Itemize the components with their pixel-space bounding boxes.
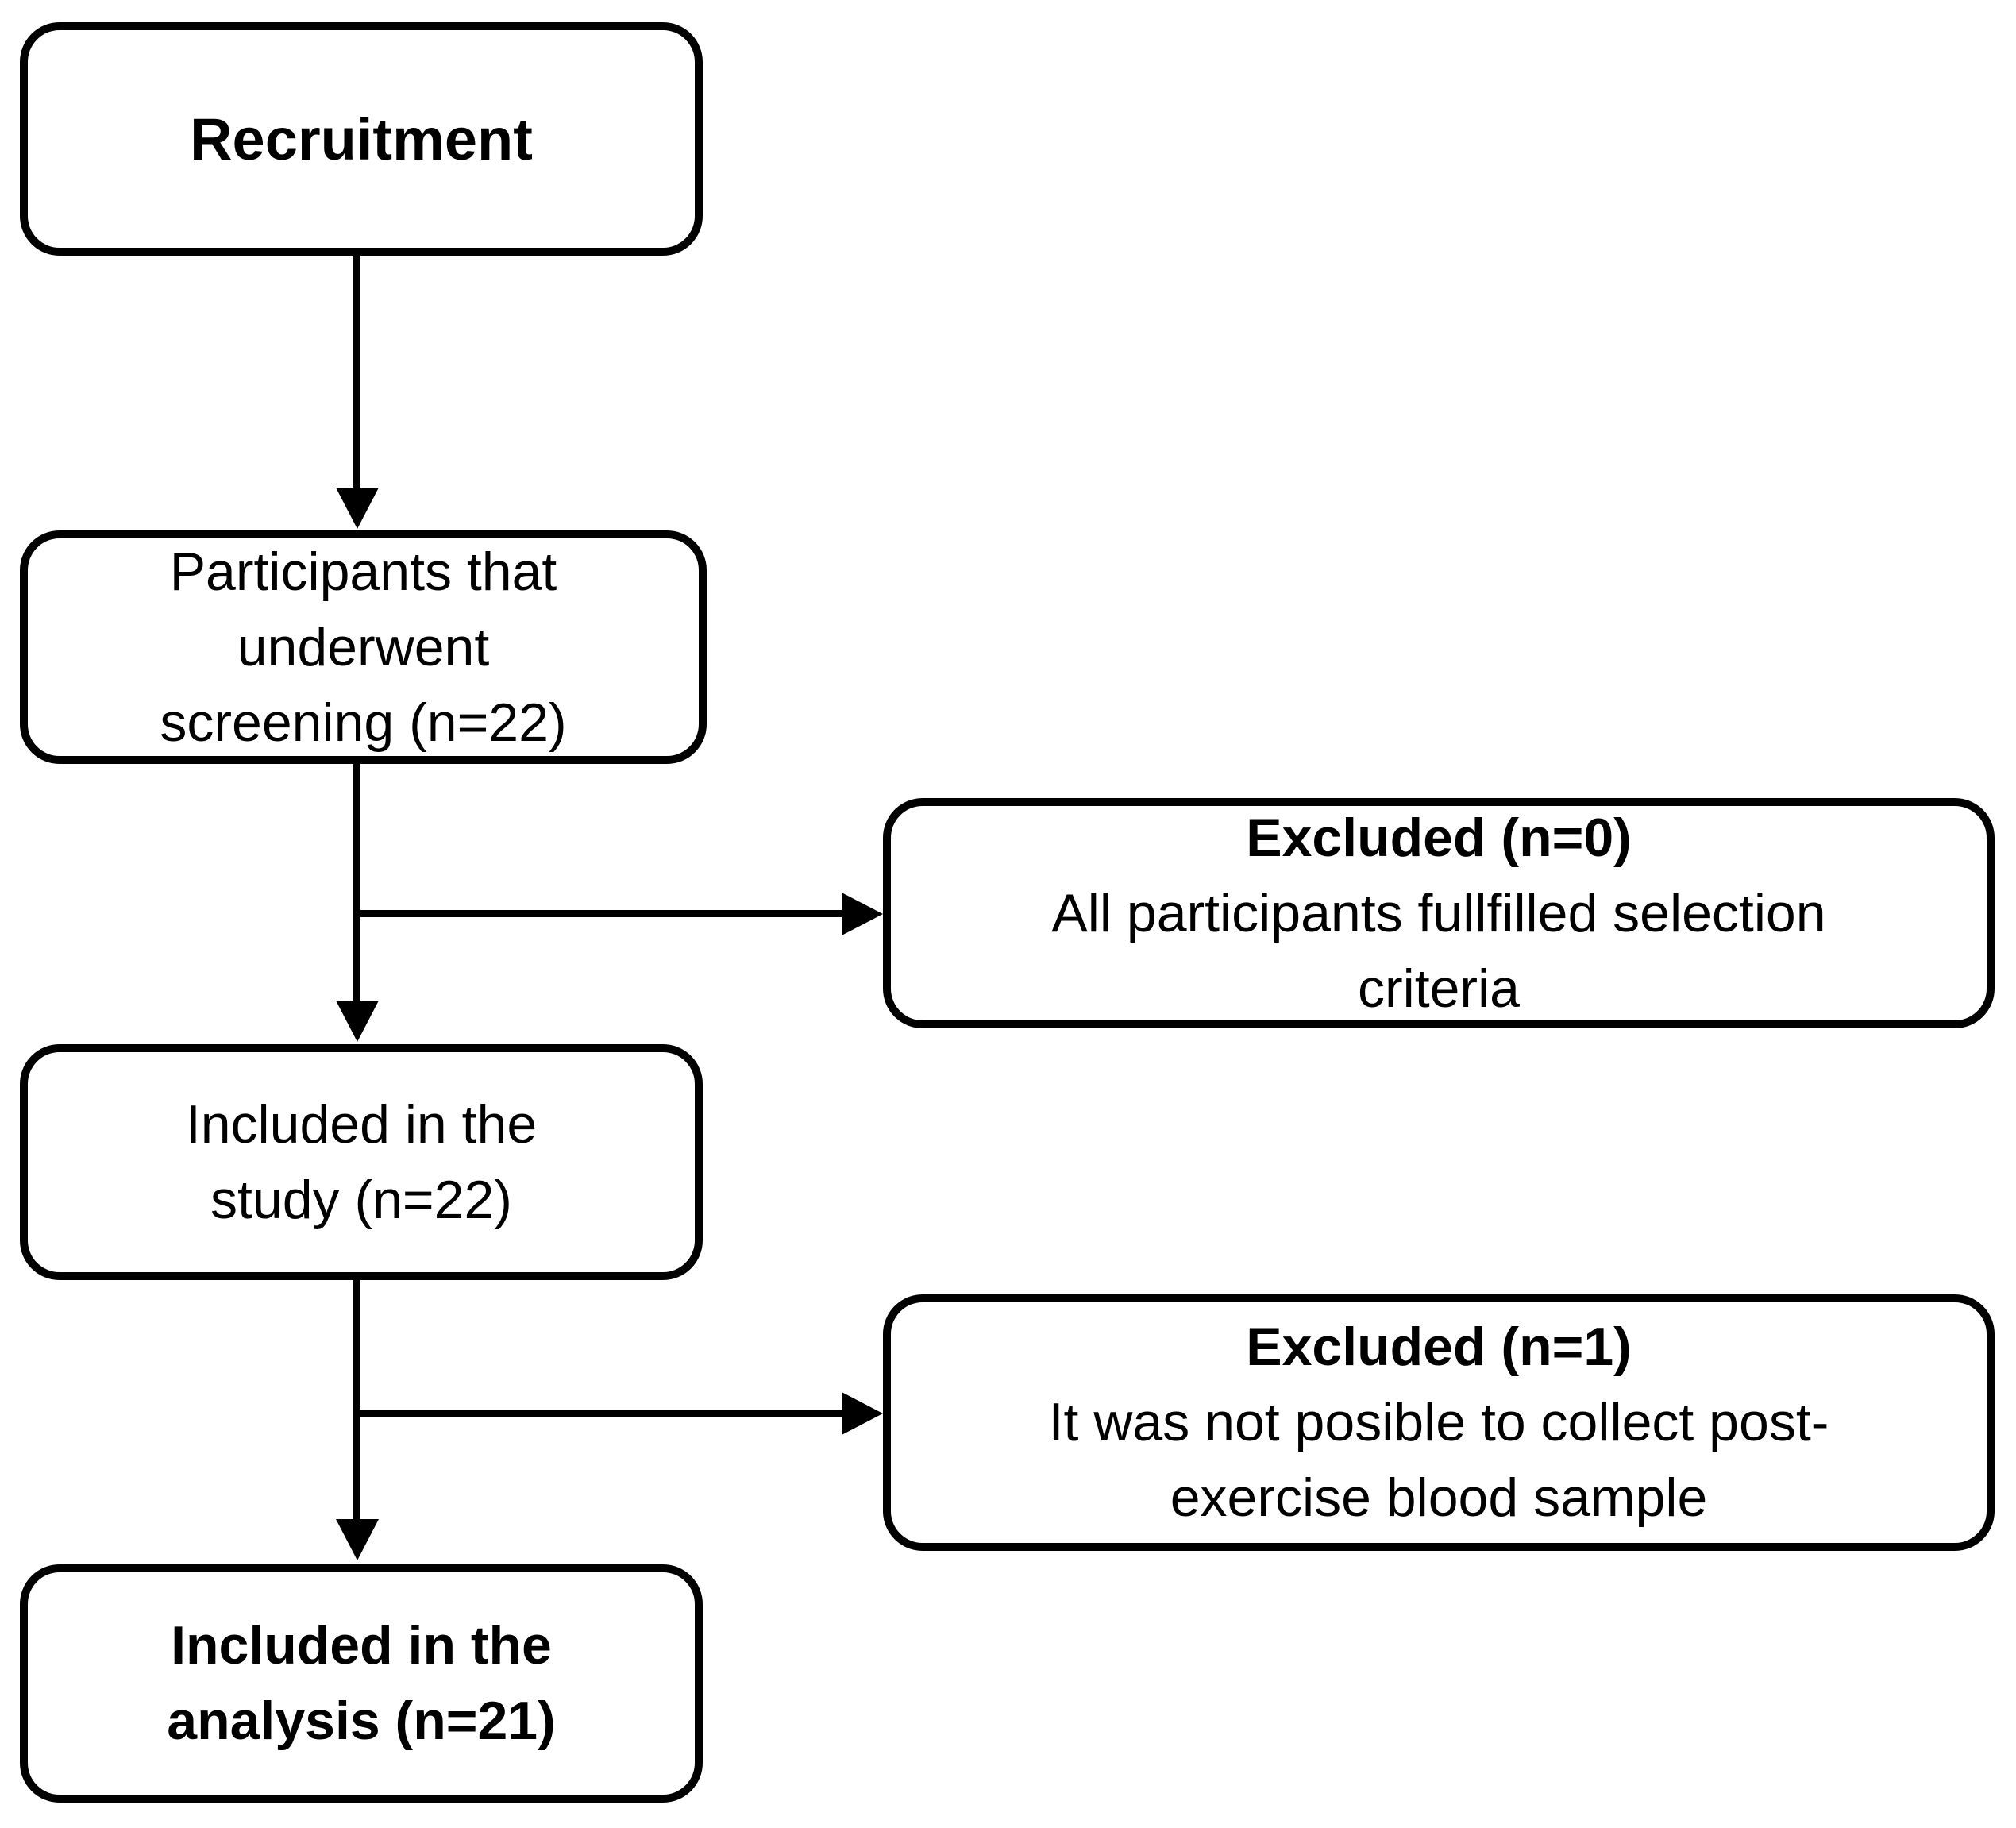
connector-included-study-analysis-arrowhead <box>336 1519 379 1560</box>
connector-recruitment-screening-arrowhead <box>336 488 379 529</box>
node-included-analysis: Included in the analysis (n=21) <box>20 1564 703 1803</box>
connector-recruitment-screening-line <box>353 256 360 488</box>
node-excluded-screening-body: All participants fullfilled selection cr… <box>1051 882 1826 1019</box>
node-screening: Participants that underwent screening (n… <box>20 530 707 764</box>
node-included-study: Included in the study (n=22) <box>20 1044 703 1280</box>
connector-included-study-analysis-line <box>353 1280 360 1521</box>
node-screening-label: Participants that underwent screening (n… <box>160 541 567 753</box>
node-excluded-study-body: It was not posible to collect post- exer… <box>1048 1392 1829 1528</box>
connector-screening-excluded-line <box>357 910 842 917</box>
connector-screening-included-study-line <box>353 764 360 1002</box>
node-included-study-label: Included in the study (n=22) <box>185 1093 538 1230</box>
connector-included-study-excluded-line <box>357 1410 842 1417</box>
node-included-analysis-label: Included in the analysis (n=21) <box>167 1615 556 1751</box>
node-excluded-study-title: Excluded (n=1) <box>1246 1317 1632 1377</box>
node-excluded-screening: Excluded (n=0) All participants fullfill… <box>883 798 1995 1028</box>
connector-screening-included-study-arrowhead <box>336 1001 379 1042</box>
connector-included-study-excluded-arrowhead <box>842 1392 883 1435</box>
node-recruitment-label: Recruitment <box>190 106 533 172</box>
connector-screening-excluded-arrowhead <box>842 893 883 935</box>
node-recruitment: Recruitment <box>20 22 703 256</box>
node-excluded-screening-title: Excluded (n=0) <box>1246 807 1632 868</box>
node-excluded-study: Excluded (n=1) It was not posible to col… <box>883 1294 1995 1551</box>
